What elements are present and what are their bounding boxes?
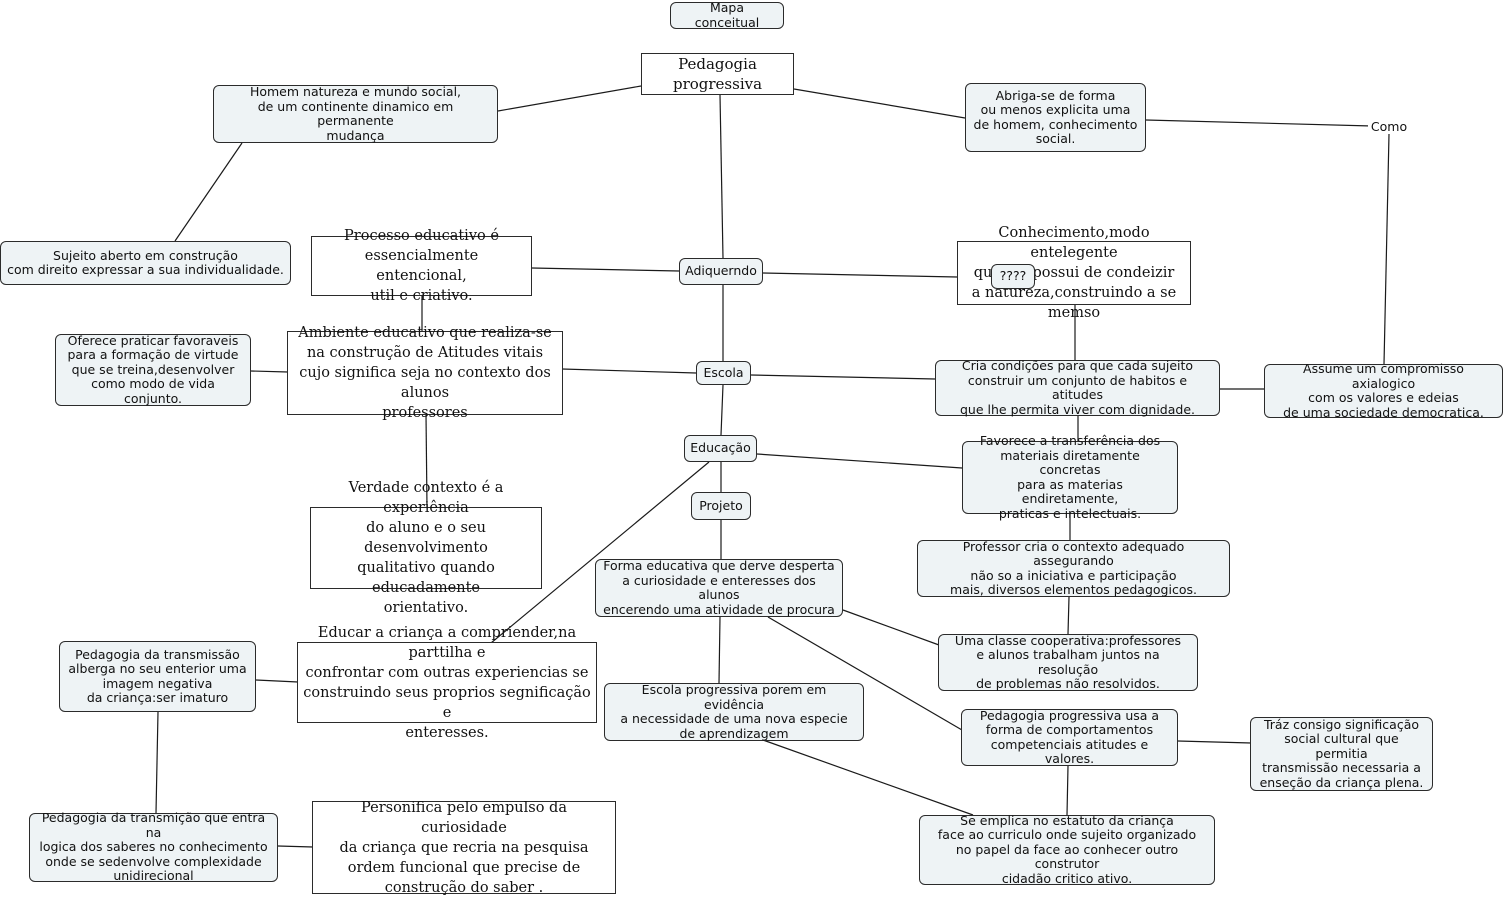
connector: [155, 711, 159, 814]
node-cria-condicoes[interactable]: Cria condições para que cada sujeito con…: [935, 358, 1220, 416]
connector: [277, 845, 314, 848]
connector: [719, 94, 724, 259]
node-pedagogia-progressiva[interactable]: Pedagogia progressiva: [641, 53, 794, 95]
node-pedagogia-transmissao[interactable]: Pedagogia da transmissão alberga no seu …: [59, 641, 256, 712]
node-conhecimento-text: Conhecimento,modo entelegente que em pos…: [971, 225, 1177, 321]
node-sujeito-aberto[interactable]: Sujeito aberto em construção com direito…: [0, 241, 291, 285]
connector: [1066, 765, 1069, 816]
connector: [762, 272, 958, 278]
connector: [1067, 596, 1070, 635]
node-personifica[interactable]: Personifica pelo empulso da curiosidade …: [312, 800, 616, 896]
connector: [762, 739, 974, 816]
connector: [1383, 133, 1390, 365]
connector: [425, 413, 428, 509]
connector: [531, 267, 680, 272]
node-educacao[interactable]: Educação: [684, 435, 757, 462]
node-educar-crianca[interactable]: Educar a criança a compriender,na partti…: [297, 625, 597, 741]
node-forma-educativa[interactable]: Forma educativa que derve desperta a cur…: [595, 558, 843, 617]
node-assume[interactable]: Assume um compromisso axialogico com os …: [1264, 361, 1503, 419]
node-classe-cooperativa[interactable]: Uma classe cooperativa:professores e alu…: [938, 633, 1198, 691]
node-processo-educativo[interactable]: Processo educativo é essencialmente ente…: [311, 228, 532, 304]
node-traz-consigo[interactable]: Tráz consigo significação social cultura…: [1250, 717, 1433, 791]
connector: [1145, 119, 1373, 127]
connector: [718, 616, 721, 684]
node-pedagogia-progressiva-usa[interactable]: Pedagogia progressiva usa a forma de com…: [961, 708, 1178, 766]
node-abriga-se[interactable]: Abriga-se de forma ou menos explicita um…: [965, 83, 1146, 152]
map-title: Mapa conceitual: [670, 0, 784, 29]
node-pedagogia-transmicao[interactable]: Pedagogia da transmição que entra na log…: [29, 811, 278, 883]
connector: [842, 609, 940, 646]
node-unknown[interactable]: ????: [991, 264, 1035, 289]
connector: [750, 374, 936, 380]
node-se-emplica[interactable]: Se emplica no estatuto da criança face a…: [919, 813, 1215, 886]
node-ambiente-educativo[interactable]: Ambiente educativo que realiza-se na con…: [287, 325, 563, 421]
node-adiquerndo[interactable]: Adiquerndo: [679, 258, 763, 285]
node-professor-cria[interactable]: Professor cria o contexto adequado asseg…: [917, 539, 1230, 597]
node-escola-progressiva[interactable]: Escola progressiva porem em evidência a …: [604, 682, 864, 741]
connector: [497, 85, 642, 112]
node-como[interactable]: Como: [1368, 118, 1410, 134]
node-escola[interactable]: Escola: [696, 361, 751, 385]
node-projeto[interactable]: Projeto: [691, 492, 751, 520]
node-oferece[interactable]: Oferece praticar favoraveis para a forma…: [55, 333, 251, 406]
connector: [793, 88, 966, 119]
node-educar-crianca-text: Educar a criança a compriender,na partti…: [303, 624, 591, 741]
connector: [767, 616, 963, 731]
connector: [250, 370, 289, 373]
node-homem-natureza[interactable]: Homem natureza e mundo social, de um con…: [213, 84, 498, 143]
connector: [561, 368, 697, 374]
connector: [1177, 740, 1252, 744]
connector: [756, 453, 963, 469]
connector: [174, 142, 243, 242]
node-verdade-contexto[interactable]: Verdade contexto é a experiência do alun…: [310, 480, 542, 616]
connector: [255, 679, 299, 683]
connector: [490, 461, 710, 644]
connector: [720, 384, 724, 436]
node-favorece[interactable]: Favorece a transferência dos materiais d…: [962, 433, 1178, 520]
